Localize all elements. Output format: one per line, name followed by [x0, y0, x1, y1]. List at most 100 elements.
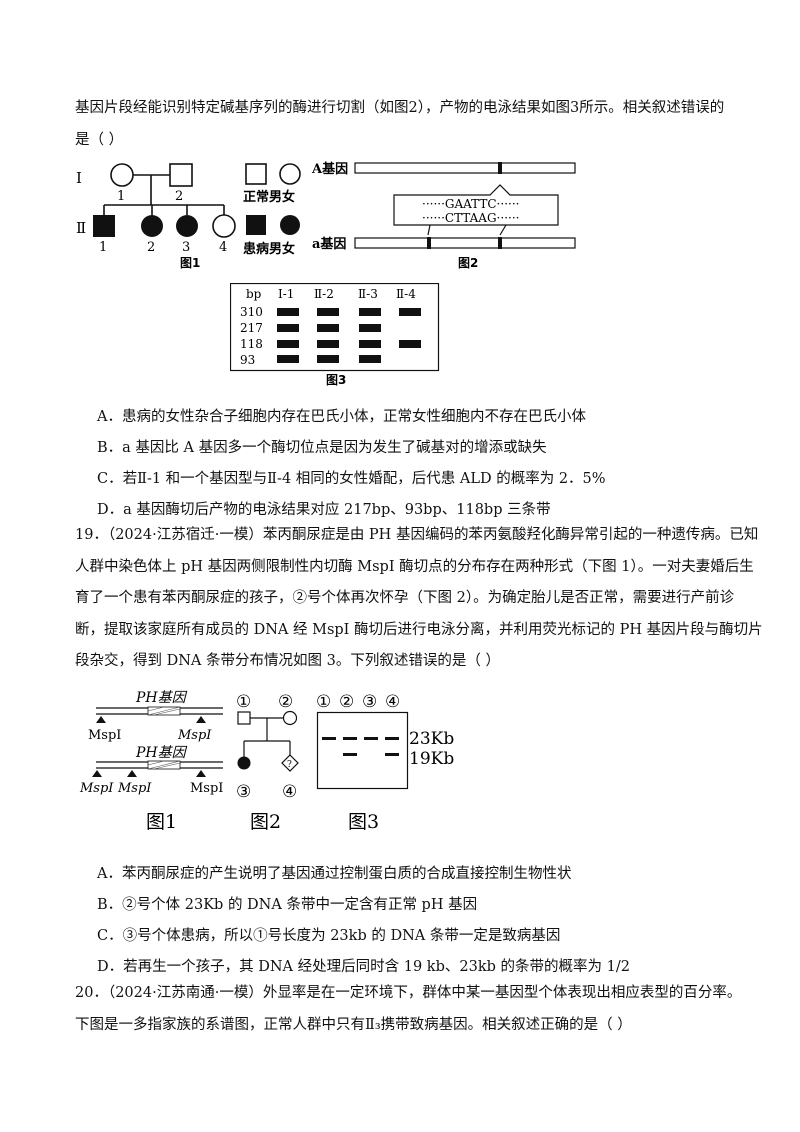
lane-label: Ⅱ-4: [396, 287, 416, 301]
gel-band: [359, 355, 381, 363]
figure2-caption: 图2: [458, 256, 478, 270]
pedigree-fetus-4: [281, 754, 299, 772]
legend-normal-text: 正常男女: [243, 189, 295, 205]
q20-stem-line1: 20．（2024·江苏南通·一模）外显率是在一定环境下，群体中某一基因型个体表现…: [75, 985, 742, 1001]
legend-normal-male: [245, 163, 267, 185]
pedigree-affected-female-II3: [176, 215, 198, 237]
q18-figure2-gene-map: A基因 ······GAATTC······ ······CTTAAG·····…: [311, 161, 576, 270]
lane-label: Ⅰ-1: [278, 287, 294, 301]
gel-band: [317, 340, 339, 348]
pedigree-affected-3: [237, 756, 251, 770]
msp-label: MspI: [190, 781, 223, 796]
size-label: 118: [240, 337, 263, 351]
size-23kb-label: 23Kb: [409, 729, 454, 749]
gel-band: [385, 737, 399, 740]
sequence-callout: [393, 184, 559, 226]
q18-option-a: A．患病的女性杂合子细胞内存在巴氏小体，正常女性细胞内不存在巴氏小体: [97, 409, 586, 425]
msp-site-marker: [127, 770, 137, 777]
lane-label: Ⅱ-3: [358, 287, 378, 301]
q19-stem-line3: 育了一个患有苯丙酮尿症的孩子，②号个体再次怀孕（下图 2）。为确定胎儿是否正常，…: [75, 590, 735, 606]
q19-option-c: C．③号个体患病，所以①号长度为 23kb 的 DNA 条带一定是致病基因: [97, 928, 561, 944]
gel-band: [385, 753, 399, 756]
svg-text:1: 1: [99, 240, 107, 255]
svg-text:2: 2: [175, 189, 183, 204]
gel-band: [277, 324, 299, 332]
recognition-sequence-top: ······GAATTC······: [422, 197, 519, 211]
gel-band: [399, 340, 421, 348]
a-gene-label: a基因: [312, 236, 346, 252]
msp-label: MspI: [79, 781, 114, 796]
size-label: 93: [240, 353, 255, 367]
legend-affected-text: 患病男女: [243, 241, 295, 257]
gel-band: [322, 737, 336, 740]
q19-figure2-caption: 图2: [250, 811, 281, 833]
gel-band: [399, 308, 421, 316]
fetus-unknown: ?: [287, 760, 292, 770]
msp-site-marker: [92, 770, 102, 777]
q19-figure2-pedigree: ① ② ? ③ ④ 图2: [236, 692, 299, 833]
svg-text:4: 4: [219, 240, 227, 255]
gel-band: [277, 355, 299, 363]
figure3-caption: 图3: [326, 373, 346, 387]
gel-band: [343, 753, 357, 756]
pedigree-affected-male-II1: [93, 215, 115, 237]
lane-label: ④: [385, 692, 400, 712]
A-gene-label: A基因: [311, 161, 348, 177]
q18-stem-line2: 是（ ）: [75, 132, 124, 148]
q18-stem-line1: 基因片段经能识别特定碱基序列的酶进行切割（如图2），产物的电泳结果如图3所示。相…: [75, 100, 725, 116]
q19-option-d: D．若再生一个孩子，其 DNA 经处理后同时含 19 kb、23kb 的条带的概…: [97, 959, 630, 975]
ph-gene-label-top: PH基因: [135, 690, 188, 706]
recognition-sequence-bottom: ······CTTAAG······: [422, 211, 519, 225]
q18-option-c: C．若Ⅱ-1 和一个基因型与Ⅱ-4 相同的女性婚配，后代患 ALD 的概率为 2…: [97, 471, 606, 487]
size-label: 310: [240, 305, 263, 319]
gel-band: [359, 340, 381, 348]
gel-band: [359, 308, 381, 316]
q18-figure1-pedigree: Ⅰ Ⅱ 1 2 1 2 3 4 正常男女 患病男女 图1: [76, 163, 301, 270]
figure1-caption: 图1: [180, 256, 200, 270]
pedigree-male-1: [237, 711, 251, 725]
q18-figure3-electrophoresis: bp Ⅰ-1 Ⅱ-2 Ⅱ-3 Ⅱ-4 310 217 118 93 图3: [230, 283, 440, 387]
pedigree-female-2: [282, 710, 298, 726]
gel-frame: [316, 711, 409, 790]
lane-label: ③: [362, 692, 377, 712]
q19-stem-line1: 19．（2024·江苏宿迁·一模）苯丙酮尿症是由 PH 基因编码的苯丙氨酸羟化酶…: [75, 527, 759, 543]
msp-site-marker: [196, 716, 206, 723]
a-gene-cut-site-2: [498, 237, 502, 249]
q19-stem-line5: 段杂交，得到 DNA 条带分布情况如图 3。下列叙述错误的是（ ）: [75, 653, 500, 669]
gen2-label: Ⅱ: [76, 219, 86, 237]
pedigree-affected-female-II2: [141, 215, 163, 237]
msp-label: MspI: [88, 728, 121, 743]
q19-figure3-caption: 图3: [348, 811, 379, 833]
pedigree-female-II4: [212, 214, 236, 238]
gel-band: [343, 737, 357, 740]
svg-text:1: 1: [117, 189, 125, 204]
a-gene-cut-site-1: [427, 237, 431, 249]
q18-option-b: B．a 基因比 A 基因多一个酶切位点是因为发生了碱基对的增添或缺失: [97, 440, 547, 456]
lane-label: ①: [316, 692, 331, 712]
member-3-label: ③: [236, 782, 251, 802]
A-gene-bar: [354, 162, 576, 174]
msp-site-marker: [96, 716, 106, 723]
gel-band: [364, 737, 378, 740]
svg-text:3: 3: [182, 240, 190, 255]
gen1-label: Ⅰ: [76, 169, 82, 187]
q19-stem-line2: 人群中染色体上 pH 基因两侧限制性内切酶 MspI 酶切点的分布存在两种形式（…: [75, 559, 754, 575]
legend-affected-female: [280, 215, 300, 235]
lane-label: Ⅱ-2: [314, 287, 334, 301]
bp-label: bp: [246, 287, 262, 301]
pedigree-male-I2: [169, 163, 193, 187]
q19-figure1-caption: 图1: [146, 811, 177, 833]
q19-stem-line4: 断，提取该家庭所有成员的 DNA 经 MspI 酶切后进行电泳分离，并利用荧光标…: [75, 622, 763, 638]
gel-band: [317, 355, 339, 363]
q20-stem-line2: 下图是一多指家族的系谱图，正常人群中只有Ⅱ₃携带致病基因。相关叙述正确的是（ ）: [75, 1017, 632, 1033]
ph-gene-label-bottom: PH基因: [135, 745, 188, 761]
msp-label: MspI: [117, 781, 152, 796]
legend-affected-male: [246, 215, 266, 235]
q19-option-b: B．②号个体 23Kb 的 DNA 条带中一定含有正常 pH 基因: [97, 897, 478, 913]
size-label: 217: [240, 321, 263, 335]
size-19kb-label: 19Kb: [409, 749, 454, 769]
lane-label: ②: [339, 692, 354, 712]
member-2-label: ②: [278, 692, 293, 712]
q19-figure1-msp-sites: PH基因 MspI MspI PH基因 MspI MspI MspI 图1: [79, 690, 223, 833]
q18-option-d: D．a 基因酶切后产物的电泳结果对应 217bp、93bp、118bp 三条带: [97, 502, 551, 518]
